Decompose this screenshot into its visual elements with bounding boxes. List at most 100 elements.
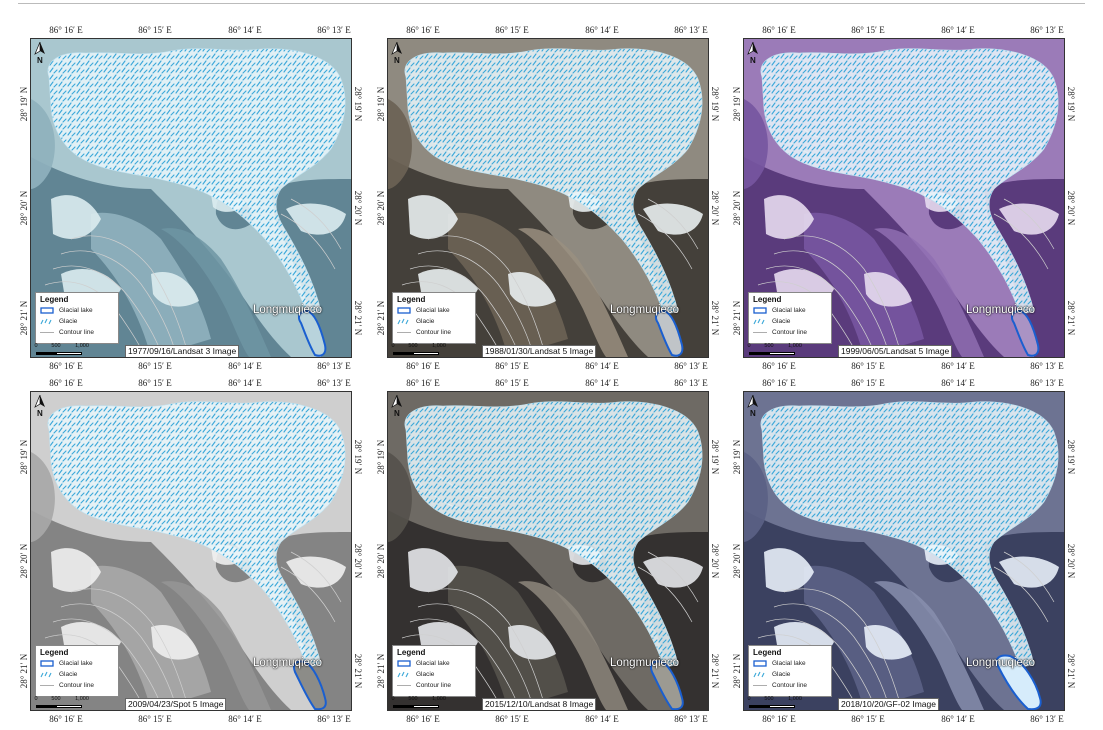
legend-title: Legend [397,648,426,657]
latitude-label: 28° 20′ N [19,543,29,579]
ridge [518,581,628,710]
north-label: N [750,409,756,418]
contour-line [60,603,178,710]
latitude-label: 28° 20′ N [376,190,386,226]
legend-item: Contour line [753,680,827,691]
latitude-label: 28° 20′ N [19,190,29,226]
scale-label: 1,000 [75,696,89,702]
scale-label: 500 [408,696,418,702]
ridge [874,228,984,357]
snowfield [151,625,199,660]
contour-line [637,213,693,270]
longitude-label: 86° 14′ E [228,361,262,371]
glacier-hatch-icon [397,318,416,325]
longitude-label: 86° 14′ E [585,714,619,724]
scale-label: 500 [408,343,418,349]
north-arrow-icon: N [747,41,759,68]
legend-item: Glacie [397,316,471,327]
contour-line [409,265,521,357]
snowfield [51,548,101,592]
scale-label: 0 [34,343,38,349]
longitude-label: 86° 15′ E [851,361,885,371]
legend-item-label: Contour line [772,329,808,336]
contour-line [70,235,190,357]
mountain-slope [91,212,211,357]
scale-segment [769,352,795,355]
image-canvas [31,392,351,710]
legend-title: Legend [40,648,69,657]
contour-line-icon [40,329,59,336]
latitude-label: 28° 19′ N [732,439,742,475]
scale-label: 0 [391,343,395,349]
latitude-label: 28° 20′ N [1066,190,1076,226]
legend-item: Contour line [397,327,471,338]
longitude-label: 86° 16′ E [49,378,83,388]
image-caption: 2018/10/20/GF-02 Image [838,698,939,710]
contour-line [773,603,891,710]
longitude-label: 86° 16′ E [762,714,796,724]
longitude-label: 86° 14′ E [228,714,262,724]
contour-line [637,566,693,623]
latitude-label: 28° 19′ N [19,439,29,475]
glacier-area [47,48,346,316]
latitude-label: 28° 20′ N [710,543,720,579]
legend-item-label: Contour line [416,329,452,336]
lake-name-label: Longmuqieco [610,304,680,316]
scale-segment [393,352,413,355]
longitude-label: 86° 16′ E [406,25,440,35]
legend-item: Glacial lake [40,305,114,316]
scale-label: 500 [764,696,774,702]
longitude-label: 86° 13′ E [674,378,708,388]
latitude-label: 28° 21′ N [1066,653,1076,689]
latitude-label: 28° 21′ N [376,300,386,336]
longitude-label: 86° 13′ E [674,714,708,724]
legend-item-label: Contour line [416,682,452,689]
latitude-label: 28° 21′ N [353,653,363,689]
latitude-label: 28° 21′ N [710,300,720,336]
scale-label: 0 [747,696,751,702]
legend-item-label: Glacie [59,671,78,678]
contour-line [290,198,342,250]
longitude-label: 86° 16′ E [49,714,83,724]
contour-line [783,235,903,357]
legend-item: Contour line [40,327,114,338]
mountain-slope [31,392,55,542]
mountain-slope [388,39,412,189]
legend-item: Contour line [397,680,471,691]
longitude-label: 86° 13′ E [1030,361,1064,371]
contour-line [765,618,877,710]
longitude-label: 86° 14′ E [228,378,262,388]
longitude-label: 86° 15′ E [495,361,529,371]
legend-item-label: Glacie [59,318,78,325]
legend-item-label: Glacial lake [772,660,806,667]
scale-label: 500 [51,696,61,702]
legend-item-label: Contour line [772,682,808,689]
snowfield [764,195,814,239]
north-label: N [394,56,400,65]
latitude-label: 28° 21′ N [353,300,363,336]
longitude-label: 86° 15′ E [851,714,885,724]
contour-line [427,588,547,710]
contour-line [993,566,1049,623]
mountain-slope [31,39,55,189]
image-canvas [388,392,708,710]
scale-segment [413,352,439,355]
contour-line [52,618,164,710]
image-canvas [31,39,351,357]
latitude-label: 28° 20′ N [1066,543,1076,579]
